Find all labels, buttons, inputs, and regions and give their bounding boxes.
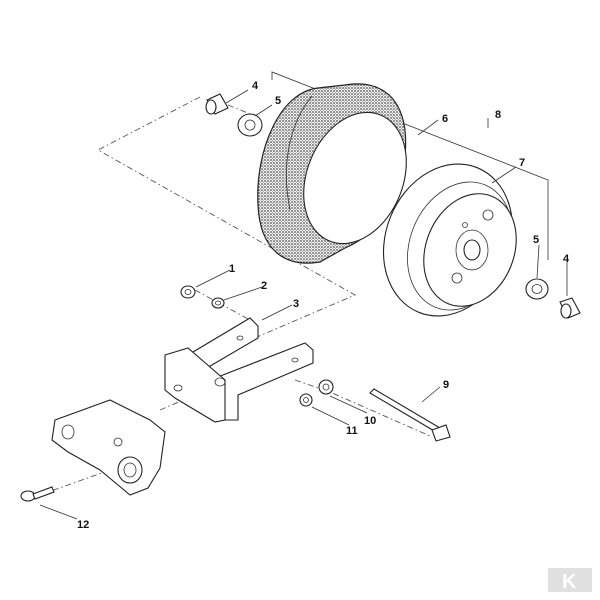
- group-bracket-8: [271, 71, 549, 260]
- callout-labels: 1 2 3 4 4 5 5 6 7 8 9 10 11 12: [77, 80, 570, 531]
- callout-8: 8: [495, 109, 501, 121]
- washer-part-2: [211, 297, 225, 309]
- brand-logo-text: K: [562, 571, 577, 593]
- mounting-plate: [51, 399, 166, 496]
- callout-9: 9: [443, 379, 449, 391]
- washer-part-11: [299, 393, 313, 407]
- tyre-part-6: [257, 83, 407, 264]
- callout-2: 2: [261, 280, 267, 292]
- leader-lines: [39, 89, 568, 520]
- callout-3: 3: [293, 298, 299, 310]
- bearing-part-5-lower: [525, 278, 549, 300]
- callout-5-upper: 5: [275, 95, 281, 107]
- callout-4-lower: 4: [563, 253, 570, 265]
- nut-part-10: [318, 379, 334, 395]
- bushing-part-4-upper: [205, 93, 229, 115]
- nut-part-1: [180, 285, 196, 299]
- rim-part-7: [382, 163, 517, 317]
- callout-11: 11: [346, 425, 358, 437]
- bushing-part-4-lower: [559, 297, 581, 319]
- callout-10: 10: [364, 415, 376, 427]
- callout-4-upper: 4: [252, 80, 259, 92]
- fork-bracket-part-3: [164, 317, 314, 423]
- callout-5-lower: 5: [533, 234, 539, 246]
- bolt-part-9: [369, 388, 451, 442]
- brand-logo: K: [548, 568, 592, 593]
- callout-12: 12: [77, 519, 89, 531]
- callout-1: 1: [229, 263, 235, 275]
- callout-7: 7: [519, 157, 525, 169]
- bearing-part-5-upper: [237, 113, 263, 137]
- carriage-bolt-part-12: [20, 486, 55, 502]
- callout-6: 6: [442, 113, 448, 125]
